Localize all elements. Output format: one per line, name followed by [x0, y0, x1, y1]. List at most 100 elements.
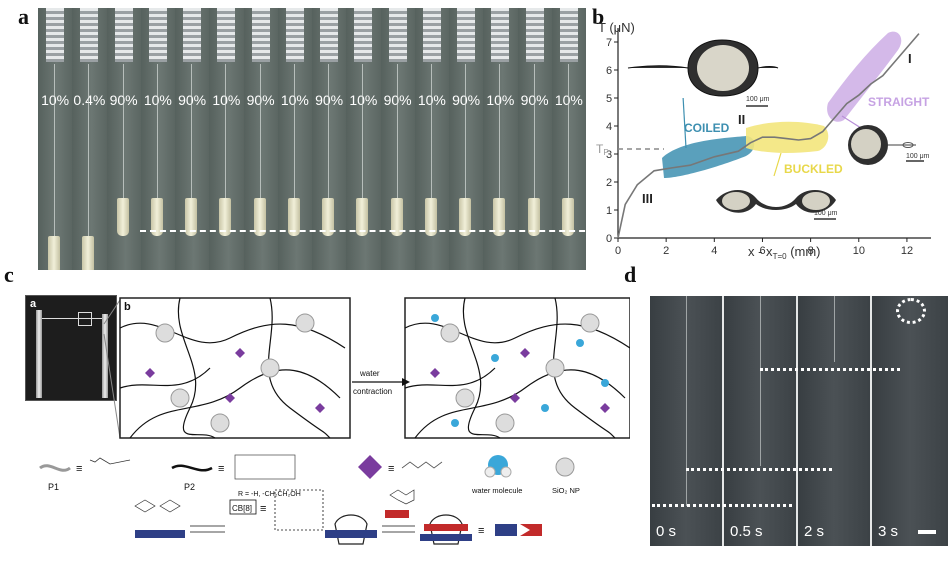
p2-label: P2: [184, 482, 195, 492]
x-tick-label: 8: [808, 245, 814, 257]
humidity-label: 90%: [315, 92, 344, 108]
panel-d-photo-sequence: 0 s 0.5 s 2 s 3 s: [650, 296, 948, 546]
panel-a-photo-sequence: 10%0.4%90%10%90%10%90%10%90%10%90%10%90%…: [38, 8, 586, 270]
coiled-connector: [682, 95, 687, 149]
crosslinker-diamond: [225, 393, 235, 403]
p2-legend-strand: [171, 464, 213, 472]
r-group-label: R = -H, -CH₂CH₂OH: [238, 491, 301, 498]
x-tick-label: 0: [615, 245, 621, 257]
needle-holder: [354, 8, 373, 62]
scale-bar-label-top: 100 μm: [746, 96, 770, 103]
weight-tube: [150, 198, 163, 236]
buckled-connector: [773, 152, 782, 177]
y-axis-label: T (μN): [598, 20, 635, 35]
crosslinker-diamond: [520, 348, 530, 358]
weight-tube: [356, 198, 369, 236]
panel-letter-c: c: [4, 262, 14, 287]
svg-text:≡: ≡: [218, 463, 224, 475]
x-tick-label: 10: [853, 245, 865, 257]
crosslinker-diamond: [235, 348, 245, 358]
water-molecule: [491, 354, 499, 362]
fiber: [567, 64, 569, 198]
panel-letter-d: d: [624, 262, 637, 287]
crosslinker-diamond: [510, 393, 520, 403]
x-tick-label: 2: [663, 245, 669, 257]
regime-one-label: I: [908, 51, 912, 66]
weight-tube: [322, 198, 334, 236]
x-tick-label: 4: [711, 245, 717, 257]
tp-label: TP: [596, 142, 609, 157]
coiled-region-highlight: [662, 136, 755, 178]
panel-letter-b: b: [592, 4, 605, 29]
fiber: [362, 64, 364, 198]
polymer-chain: [552, 297, 616, 439]
weight-tube: [116, 198, 129, 236]
frame-strip: 10%: [209, 8, 245, 270]
needle-holder: [80, 8, 99, 62]
polymer-chain: [462, 297, 501, 439]
fiber: [191, 64, 192, 198]
x-axis-label: x - xT=0 (mm): [748, 244, 821, 261]
sio2-nanoparticle: [455, 388, 475, 408]
humidity-label: 10%: [41, 92, 70, 108]
dotted-line-0s: [652, 504, 792, 507]
humidity-label: 90%: [178, 92, 207, 108]
needle-holder: [457, 8, 475, 62]
dotted-line-2s: [760, 368, 900, 371]
weight-tube: [424, 198, 437, 236]
needle-holder: [491, 8, 510, 62]
svg-text:≡: ≡: [260, 503, 266, 515]
water-molecule: [431, 314, 439, 322]
frame-strip: 10%: [551, 8, 586, 270]
fiber: [533, 64, 535, 198]
humidity-label: 90%: [520, 92, 549, 108]
inset-a-label: a: [30, 298, 37, 310]
arrow-label-line1: water: [359, 369, 380, 378]
sio2-nanoparticle: [580, 313, 600, 333]
needle-holder: [114, 8, 133, 62]
fiber: [225, 64, 227, 198]
frame-strip: 90%: [106, 8, 142, 270]
water-label: water molecule: [471, 486, 522, 495]
svg-text:≡: ≡: [388, 463, 394, 475]
needle-holder: [148, 8, 167, 62]
fiber-strand: [36, 310, 42, 398]
crosslinker-diamond: [145, 368, 155, 378]
fiber-2s: [834, 296, 835, 362]
fiber: [293, 64, 295, 198]
regime-three-label: III: [642, 191, 653, 206]
humidity-label: 10%: [486, 92, 515, 108]
water-molecule: [451, 419, 459, 427]
scale-bar: [918, 530, 936, 534]
sio2-nanoparticle: [545, 358, 565, 378]
time-label: 3 s: [878, 523, 899, 540]
cb8-label-box: [229, 499, 257, 515]
weight-tube: [561, 198, 574, 236]
needle-holder: [46, 8, 64, 62]
polymer-chain: [129, 369, 341, 439]
fiber: [259, 64, 261, 198]
polymer-chain: [267, 297, 331, 439]
water-molecule: [576, 339, 584, 347]
water-molecule: [601, 379, 609, 387]
weight-tube: [185, 198, 197, 236]
needle-holder: [217, 8, 236, 62]
svg-text:≡: ≡: [478, 525, 484, 537]
y-tick-label: 2: [606, 177, 612, 189]
humidity-label: 10%: [212, 92, 241, 108]
crosslinker-legend-diamond: [358, 455, 382, 479]
fiber-strand: [102, 314, 108, 398]
droplet-inset-bottom: [716, 189, 836, 220]
reference-dashed-line: [140, 230, 586, 232]
humidity-label: 10%: [349, 92, 378, 108]
fiber-photo-inset: a: [25, 295, 117, 401]
humidity-label: 90%: [383, 92, 412, 108]
humidity-label: 90%: [452, 92, 481, 108]
straight-label: STRAIGHT: [868, 95, 930, 109]
humidity-label: 90%: [246, 92, 275, 108]
frame-strip: 90%: [517, 8, 553, 270]
y-tick-label: 5: [606, 93, 612, 105]
fiber: [156, 64, 158, 198]
humidity-label: 0.4%: [73, 92, 106, 108]
fiber: [328, 64, 329, 198]
